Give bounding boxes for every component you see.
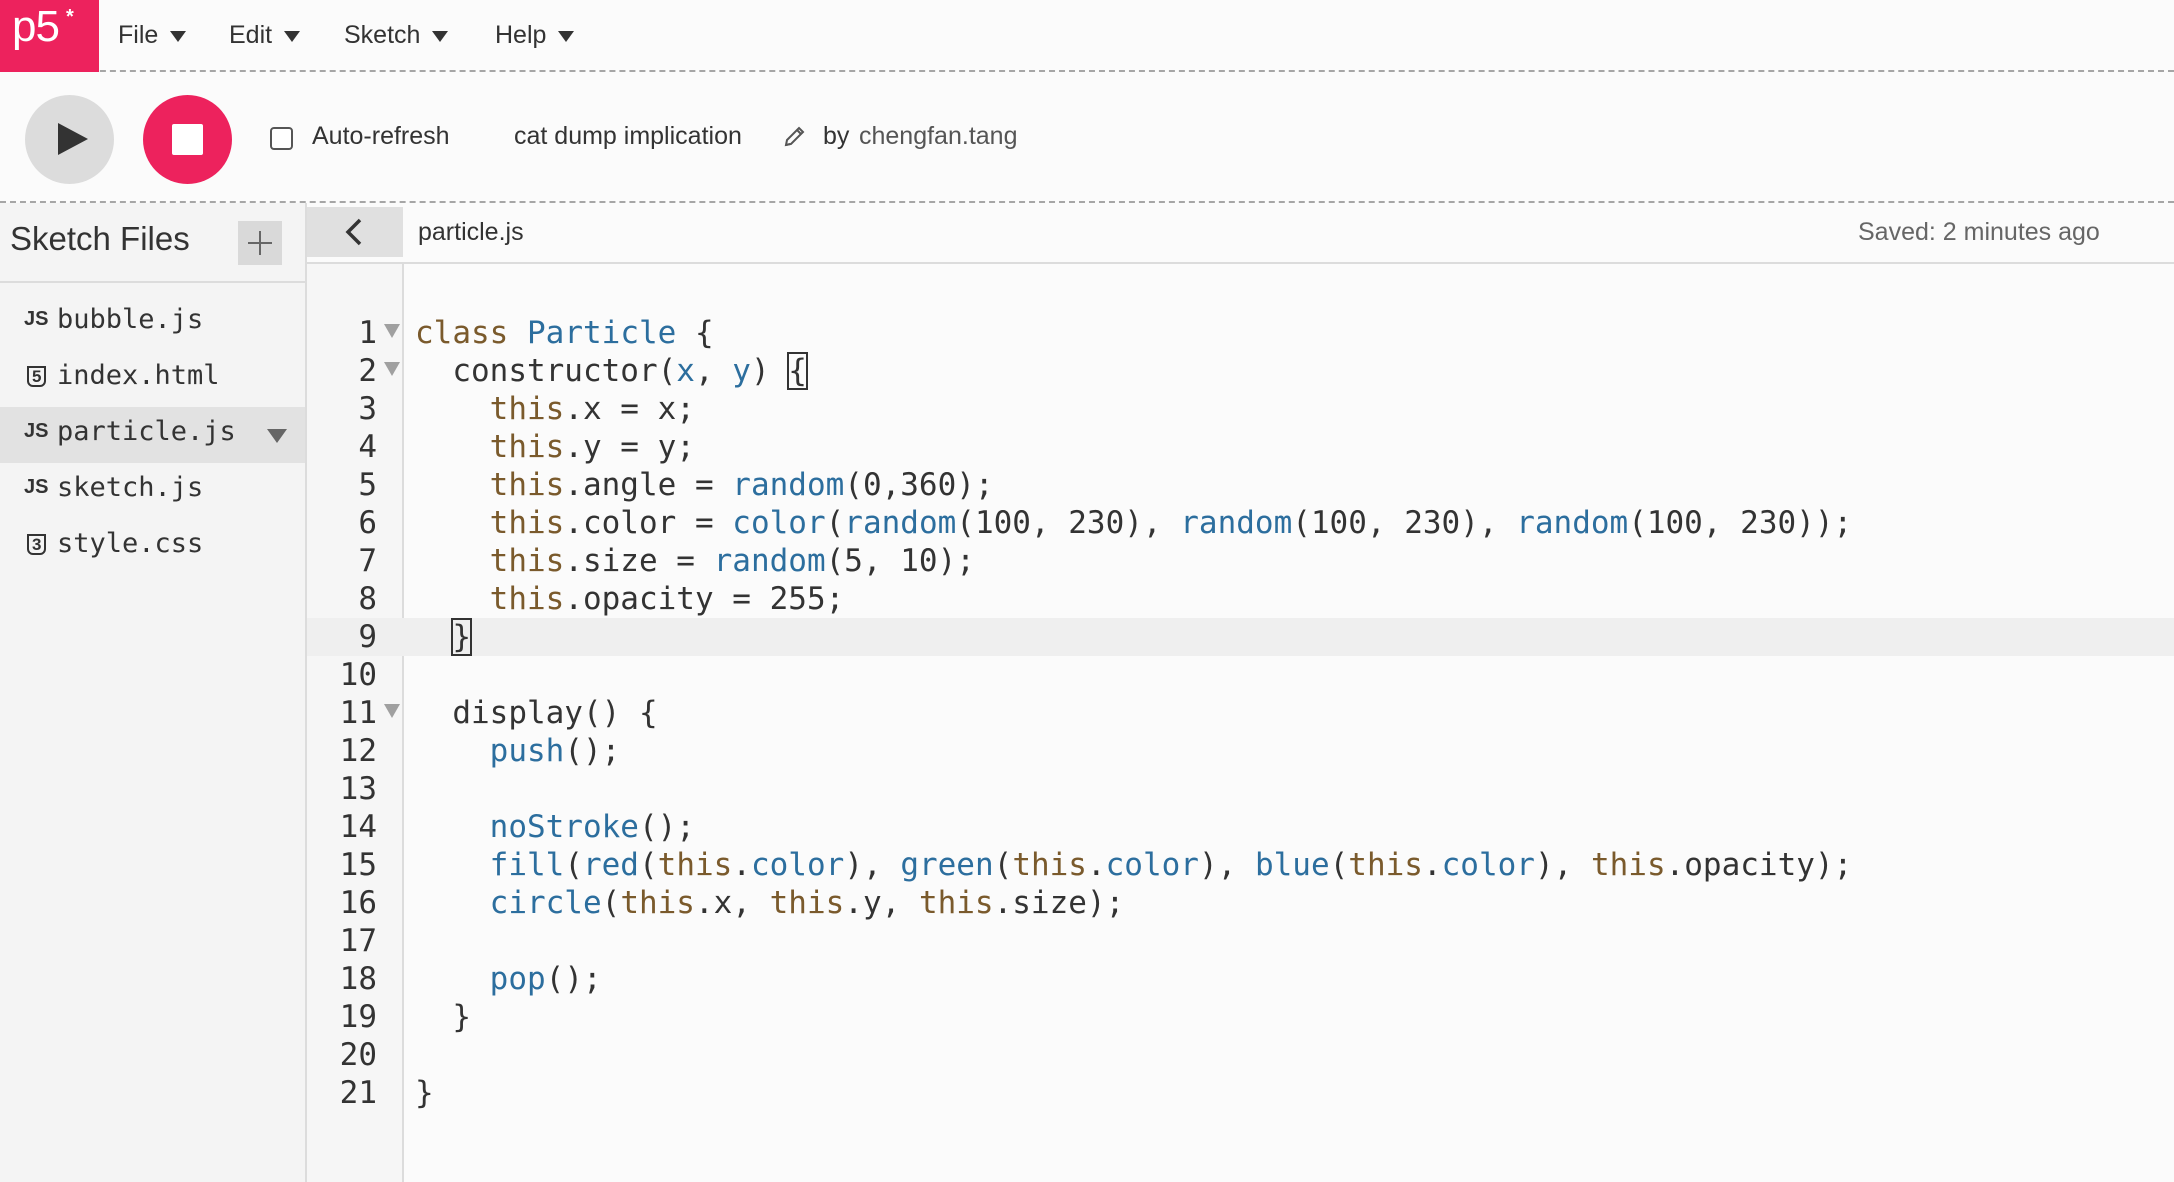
code-line: 18 pop(); [339,961,602,997]
file-item-particle-js[interactable]: JS particle.js [0,407,305,463]
code-line: 12 push(); [339,733,621,769]
code-line: 5 this.angle = random(0,360); [358,467,994,503]
code-line: 6 this.color = color(random(100, 230), r… [358,505,1853,541]
file-name: index.html [57,360,220,391]
sidebar-divider [0,281,305,283]
code-line: 16 circle(this.x, this.y, this.size); [339,885,1125,921]
top-nav: p5 * File Edit Sketch Help [0,0,2174,72]
pencil-icon[interactable] [782,124,806,150]
line-number-gutter [307,264,404,1182]
code-line: 20 [339,1037,377,1073]
code-line: 4 this.y = y; [358,429,695,465]
auto-refresh-label[interactable]: Auto-refresh [312,122,450,150]
menu-edit[interactable]: Edit [229,0,301,70]
file-item-style-css[interactable]: 3 style.css [0,519,305,575]
code-editor[interactable] [404,264,2174,1182]
chevron-down-icon [558,31,575,42]
collapse-sidebar-button[interactable] [307,207,403,257]
chevron-left-icon [345,218,362,246]
code-line: 15 fill(red(this.color), green(this.colo… [339,847,1853,883]
chevron-down-icon [432,31,449,42]
sketch-files-sidebar: Sketch Files JS bubble.js 5 index.html J… [0,203,307,1182]
stop-button[interactable] [143,95,232,184]
menu-file[interactable]: File [118,0,187,70]
saved-status: Saved: 2 minutes ago [1858,218,2100,246]
code-line: 3 this.x = x; [358,391,695,427]
code-line: 19 } [339,999,471,1035]
js-icon: JS [24,476,49,498]
code-line: 8 this.opacity = 255; [358,581,845,617]
code-line: 2 constructor(x, y) { [358,352,808,390]
sidebar-title: Sketch Files [10,220,190,257]
code-line: 14 noStroke(); [339,809,695,845]
code-line: 11 display() { [339,695,658,731]
play-icon [58,123,88,155]
sketch-name[interactable]: cat dump implication [514,122,742,150]
chevron-down-icon [284,31,301,42]
file-item-sketch-js[interactable]: JS sketch.js [0,463,305,519]
file-name: bubble.js [57,304,204,335]
code-line: 21 } [339,1075,434,1111]
js-icon: JS [24,308,49,330]
by-label: by [823,122,850,150]
chevron-down-icon [170,31,187,42]
toolbar: Auto-refresh cat dump implication by che… [0,72,2174,203]
menu-sketch[interactable]: Sketch [344,0,449,70]
logo-star: * [66,6,74,28]
editor-filename: particle.js [418,218,524,246]
file-item-index-html[interactable]: 5 index.html [0,351,305,407]
menu-sketch-label: Sketch [344,20,421,49]
code-line: 13 [339,771,377,807]
code-line: 7 this.size = random(5, 10); [358,543,975,579]
active-line-highlight [307,618,2174,656]
html-icon: 5 [27,366,47,387]
file-options-chevron-icon[interactable] [267,429,287,443]
code-line: 1 class Particle { [358,315,714,351]
p5-logo[interactable]: p5 * [0,0,99,72]
code-line-active: 9 } [358,618,472,656]
fold-arrow-icon[interactable] [384,704,400,718]
code-line: 10 [339,657,377,693]
auto-refresh-checkbox[interactable] [270,127,293,150]
menu-help-label: Help [495,20,547,49]
css-icon: 3 [27,534,47,555]
author-link[interactable]: chengfan.tang [859,122,1018,150]
code-line: 17 [339,923,377,959]
menu-file-label: File [118,20,159,49]
stop-icon [172,124,203,155]
fold-arrow-icon[interactable] [384,324,400,338]
editor-header-border [307,262,2174,264]
play-button[interactable] [25,95,114,184]
file-item-bubble-js[interactable]: JS bubble.js [0,295,305,351]
logo-text: p5 [12,2,60,51]
file-name: style.css [57,528,204,559]
file-name: sketch.js [57,472,204,503]
add-file-button[interactable] [238,221,282,265]
file-name: particle.js [57,416,236,447]
fold-arrow-icon[interactable] [384,362,400,376]
menu-edit-label: Edit [229,20,273,49]
js-icon: JS [24,420,49,442]
menu-help[interactable]: Help [495,0,575,70]
